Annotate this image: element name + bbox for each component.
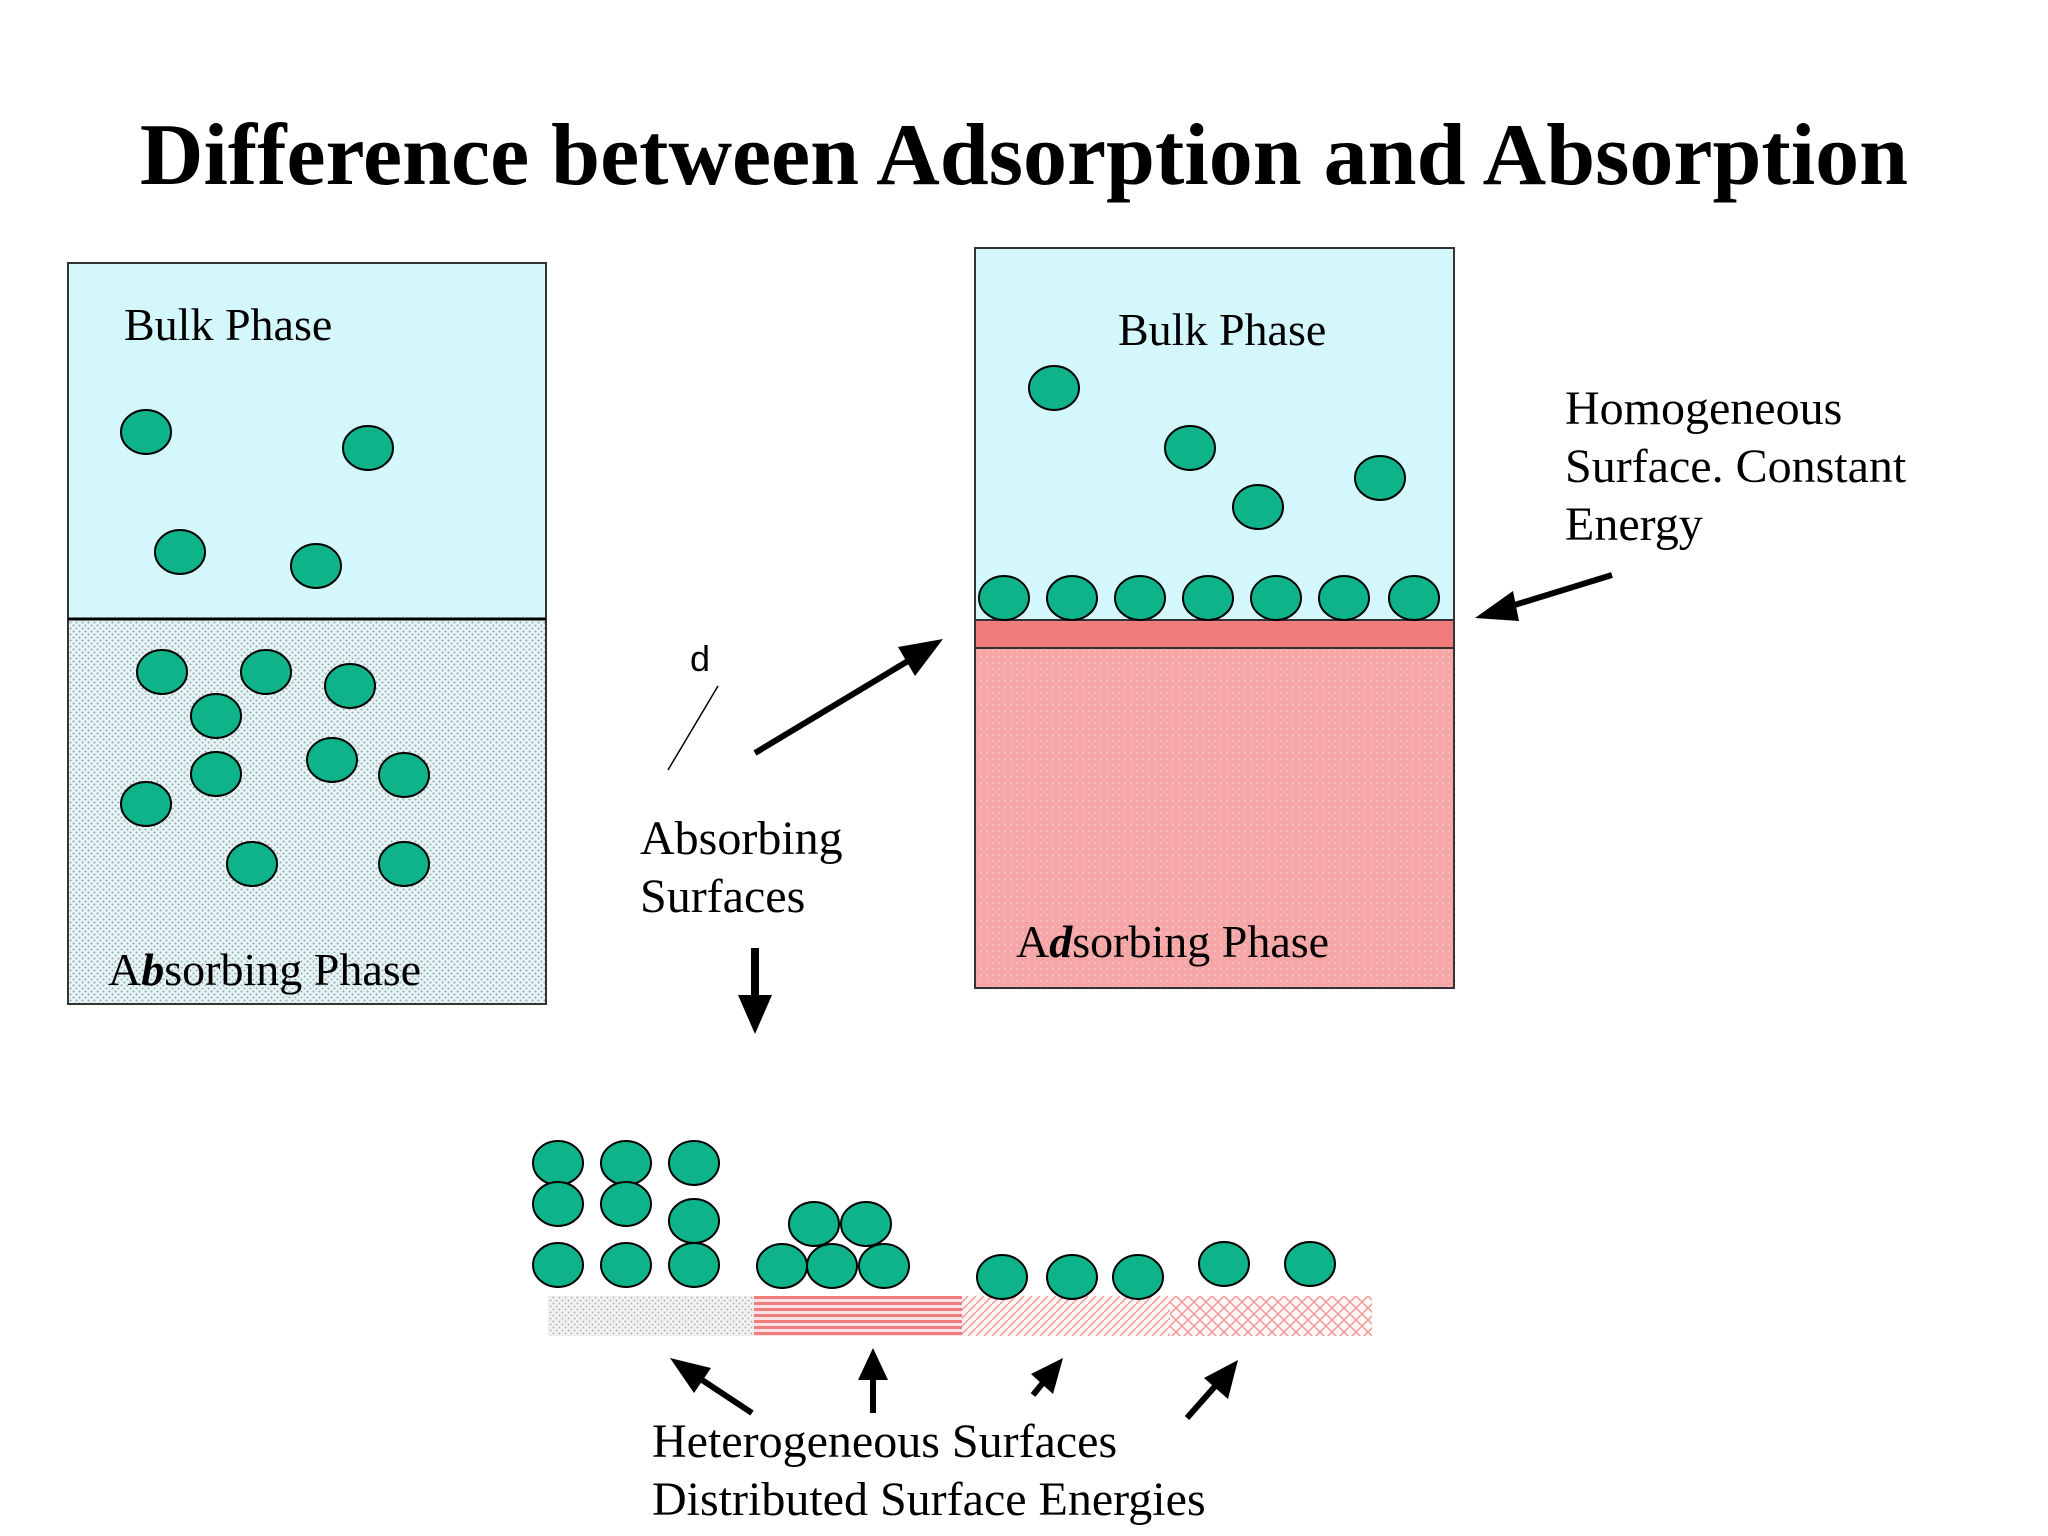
diagonal-arrow-to-adsorption [753,639,943,756]
heterogeneous-line-2: Distributed Surface Energies [652,1473,1206,1526]
left-molecule-1 [120,409,172,455]
left-absorbing-phase-label: Absorbing Phase [108,944,422,995]
right-molecule-9 [1250,575,1302,621]
pointer-arrow-4 [1184,1360,1238,1420]
bottom-molecule-8 [600,1242,652,1288]
surface-segment-dotted [548,1296,754,1336]
pointer-arrow-2 [858,1348,888,1413]
pointer-arrow-1 [670,1358,754,1416]
arrows [667,572,1613,1034]
bottom-molecule-2 [600,1140,652,1186]
right-surface-band [974,619,1455,649]
absorbing-surfaces-line-1: Absorbing [640,812,843,865]
bottom-molecule-6 [668,1198,720,1244]
bottom-molecule-10 [788,1201,840,1247]
right-adsorbing-phase [974,647,1455,989]
bottom-molecules [532,1140,1336,1300]
left-molecule-13 [226,841,278,887]
left-molecule-14 [378,841,430,887]
homogeneous-line-1: Homogeneous [1565,382,1843,435]
stray-slash-line [667,685,719,771]
right-molecule-1 [1028,365,1080,411]
bottom-molecule-4 [532,1181,584,1227]
pointer-arrow-3 [1030,1358,1063,1397]
right-bulk-phase [974,247,1455,621]
right-molecule-11 [1388,575,1440,621]
bottom-molecule-13 [806,1243,858,1289]
left-molecule-5 [136,649,188,695]
right-panel [974,247,1455,989]
left-molecule-12 [120,781,172,827]
bottom-molecule-12 [756,1243,808,1289]
right-molecule-7 [1114,575,1166,621]
homogeneous-line-2: Surface. Constant [1565,440,1907,493]
left-molecule-2 [342,425,394,471]
bottom-molecule-7 [532,1242,584,1288]
right-molecule-2 [1164,425,1216,471]
right-adsorbing-phase-label: Adsorbing Phase [1016,916,1330,967]
left-molecule-8 [190,693,242,739]
left-panel [67,262,547,1005]
bottom-molecule-14 [858,1243,910,1289]
bottom-molecule-1 [532,1140,584,1186]
bottom-molecule-11 [840,1201,892,1247]
stray-d-mark: d [690,638,711,679]
left-molecule-9 [190,751,242,797]
bottom-molecule-5 [600,1181,652,1227]
right-molecules [978,365,1440,621]
bottom-molecule-17 [1112,1254,1164,1300]
left-molecule-11 [378,752,430,798]
down-arrow [738,948,772,1034]
left-molecule-4 [290,543,342,589]
surface-segment-striped [754,1296,962,1336]
right-molecule-8 [1182,575,1234,621]
homogeneous-surface-label: Homogeneous Surface. Constant Energy [1565,380,1906,554]
right-molecule-5 [978,575,1030,621]
left-molecule-10 [306,737,358,783]
right-molecule-4 [1354,455,1406,501]
slide-title: Difference between Adsorption and Absorp… [139,107,1909,204]
bottom-molecule-15 [976,1254,1028,1300]
homogeneous-line-3: Energy [1565,498,1703,551]
left-molecules [120,409,430,887]
left-molecule-6 [240,649,292,695]
absorbing-surfaces-line-2: Surfaces [640,870,806,923]
surface-pointer-arrows [670,1348,1238,1420]
left-bulk-phase-label: Bulk Phase [124,299,333,350]
left-molecule-3 [154,529,206,575]
bottom-molecule-18 [1198,1241,1250,1287]
right-molecule-10 [1318,575,1370,621]
heterogeneous-surfaces [532,1140,1372,1420]
heterogeneous-surfaces-label: Heterogeneous Surfaces Distributed Surfa… [652,1413,1206,1529]
bottom-molecule-9 [668,1242,720,1288]
bottom-molecule-16 [1046,1254,1098,1300]
surface-segment-diagonal [962,1296,1170,1336]
right-molecule-3 [1232,484,1284,530]
bottom-molecule-19 [1284,1241,1336,1287]
right-bulk-phase-label: Bulk Phase [1118,304,1327,355]
left-molecule-7 [324,663,376,709]
absorbing-surfaces-label: Absorbing Surfaces [640,810,843,926]
arrow-to-homogeneous-surface [1475,572,1613,621]
surface-segment-crosshatch [1170,1296,1372,1336]
right-molecule-6 [1046,575,1098,621]
heterogeneous-line-1: Heterogeneous Surfaces [652,1415,1118,1468]
bottom-molecule-3 [668,1140,720,1186]
